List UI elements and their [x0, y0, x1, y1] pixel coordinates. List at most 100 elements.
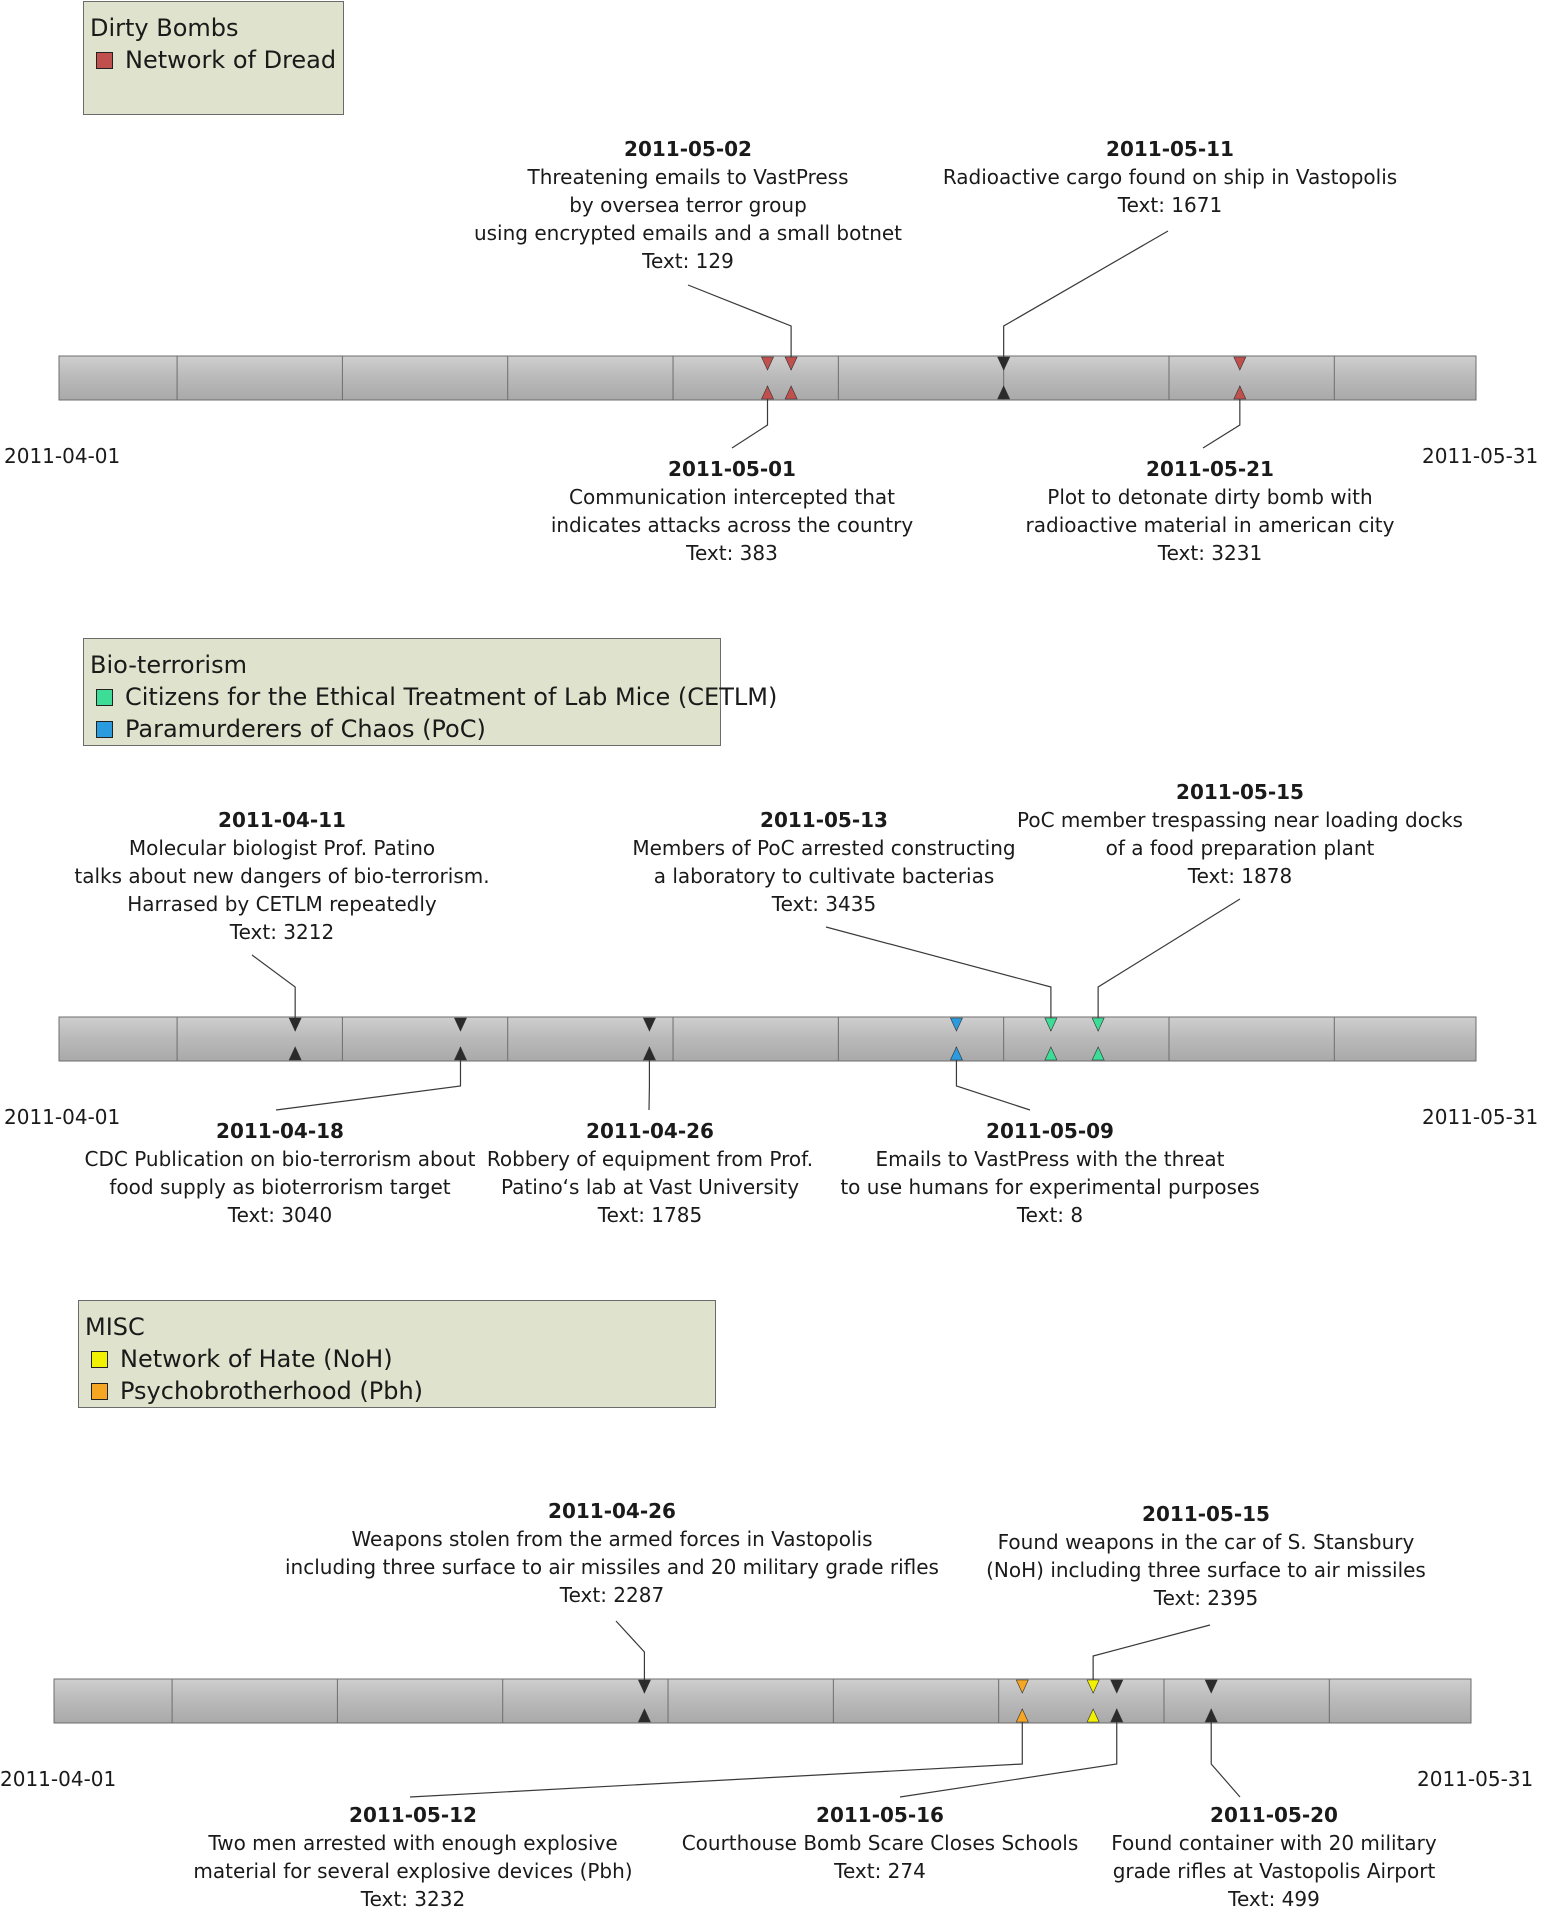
- event-text: grade rifles at Vastopolis Airport: [1112, 1859, 1436, 1883]
- event-text: a laboratory to cultivate bacterias: [653, 864, 995, 888]
- legend-swatch: [91, 1382, 108, 1400]
- event-text: radioactive material in american city: [1025, 513, 1395, 537]
- callout-connector: [687, 284, 792, 370]
- legend-item-poc: Paramurderers of Chaos (PoC): [90, 713, 714, 745]
- legend-dirty-bombs: Dirty Bombs Network of Dread: [83, 1, 344, 115]
- legend-item-label: Network of Hate (NoH): [120, 1345, 393, 1373]
- callout-connector: [1097, 898, 1241, 1031]
- event-text: Text: 2395: [1153, 1586, 1259, 1610]
- event-text: Emails to VastPress with the threat: [875, 1147, 1225, 1171]
- event-text: to use humans for experimental purposes: [840, 1175, 1260, 1199]
- callout-connector: [899, 1709, 1118, 1798]
- event-callout: 2011-05-12 Two men arrested with enough …: [133, 1801, 693, 1913]
- event-text: PoC member trespassing near loading dock…: [1017, 808, 1463, 832]
- legend-item-cetlm: Citizens for the Ethical Treatment of La…: [90, 681, 777, 713]
- event-text: Harrased by CETLM repeatedly: [127, 892, 437, 916]
- callout-connector: [409, 1709, 1023, 1798]
- event-marker: [1233, 356, 1247, 400]
- timeline-bar: [53, 1678, 1472, 1724]
- event-callout: 2011-04-26 Weapons stolen from the armed…: [252, 1497, 972, 1609]
- event-marker: [1110, 1679, 1124, 1723]
- legend-bio-terrorism: Bio-terrorism Citizens for the Ethical T…: [83, 638, 777, 746]
- event-text: Radioactive cargo found on ship in Vasto…: [942, 165, 1398, 189]
- event-marker: [997, 356, 1011, 400]
- event-callout: 2011-05-21 Plot to detonate dirty bomb w…: [930, 455, 1490, 567]
- event-text: Text: 1878: [1187, 864, 1293, 888]
- event-callout: 2011-05-09 Emails to VastPress with the …: [770, 1117, 1330, 1229]
- event-text: Found container with 20 military: [1111, 1831, 1437, 1855]
- legend-item-label: Network of Dread: [125, 46, 337, 74]
- legend-swatch: [96, 688, 113, 706]
- event-callout: 2011-05-11 Radioactive cargo found on sh…: [890, 135, 1450, 219]
- event-callout: 2011-05-15 PoC member trespassing near l…: [960, 778, 1520, 890]
- timeline-end-label: 2011-05-31: [1422, 1105, 1539, 1129]
- legend-item-pbh: Psychobrotherhood (Pbh): [85, 1375, 709, 1407]
- event-text: Text: 274: [834, 1859, 926, 1883]
- event-text: Text: 499: [1228, 1887, 1320, 1911]
- legend-swatch: [96, 51, 113, 69]
- event-date: 2011-05-13: [760, 808, 888, 832]
- event-date: 2011-05-02: [624, 137, 752, 161]
- event-callout: 2011-05-16 Courthouse Bomb Scare Closes …: [600, 1801, 1160, 1885]
- legend-item-label: Paramurderers of Chaos (PoC): [125, 715, 486, 743]
- event-text: Text: 3231: [1157, 541, 1263, 565]
- event-text: Weapons stolen from the armed forces in …: [351, 1527, 873, 1551]
- event-text: including three surface to air missiles …: [285, 1555, 939, 1579]
- event-date: 2011-04-26: [548, 1499, 676, 1523]
- timeline-start-label: 2011-04-01: [4, 444, 121, 468]
- timeline-start-label: 2011-04-01: [4, 1105, 121, 1129]
- event-callout: 2011-05-20 Found container with 20 milit…: [994, 1801, 1554, 1913]
- legend-swatch: [91, 1350, 108, 1368]
- event-date: 2011-05-12: [349, 1803, 477, 1827]
- legend-misc: MISC Network of Hate (NoH) Psychobrother…: [78, 1300, 716, 1408]
- event-callout: 2011-05-02 Threatening emails to VastPre…: [408, 135, 968, 275]
- event-callout: 2011-05-15 Found weapons in the car of S…: [926, 1500, 1486, 1612]
- event-text: of a food preparation plant: [1105, 836, 1375, 860]
- legend-item-label: Citizens for the Ethical Treatment of La…: [125, 683, 778, 711]
- event-marker: [288, 1017, 302, 1061]
- event-marker: [637, 1679, 651, 1723]
- event-date: 2011-04-26: [586, 1119, 714, 1143]
- event-text: (NoH) including three surface to air mis…: [986, 1558, 1426, 1582]
- event-text: material for several explosive devices (…: [193, 1859, 633, 1883]
- event-text: Molecular biologist Prof. Patino: [128, 836, 436, 860]
- event-text: Text: 3232: [360, 1887, 466, 1911]
- event-text: Members of PoC arrested constructing: [632, 836, 1016, 860]
- event-date: 2011-05-20: [1210, 1803, 1338, 1827]
- event-date: 2011-05-09: [986, 1119, 1114, 1143]
- event-marker: [642, 1017, 656, 1061]
- event-marker: [1204, 1679, 1218, 1723]
- event-text: Text: 3435: [771, 892, 877, 916]
- event-marker: [949, 1017, 963, 1061]
- legend-title: Bio-terrorism: [90, 651, 247, 679]
- legend-item-label: Psychobrotherhood (Pbh): [120, 1377, 424, 1405]
- timeline-bar: [58, 1016, 1477, 1062]
- event-text: Threatening emails to VastPress: [527, 165, 849, 189]
- event-callout: 2011-04-18 CDC Publication on bio-terror…: [0, 1117, 560, 1229]
- event-text: Communication intercepted that: [569, 485, 895, 509]
- event-text: indicates attacks across the country: [550, 513, 914, 537]
- event-text: Text: 129: [642, 249, 734, 273]
- legend-title: MISC: [85, 1313, 145, 1341]
- event-marker: [1091, 1017, 1105, 1061]
- callout-connector: [615, 1620, 646, 1693]
- legend-item-noh: Network of Hate (NoH): [85, 1343, 709, 1375]
- event-date: 2011-05-21: [1146, 457, 1274, 481]
- event-marker: [1015, 1679, 1029, 1723]
- event-text: Patino‘s lab at Vast University: [500, 1175, 800, 1199]
- event-text: CDC Publication on bio-terrorism about: [84, 1147, 476, 1171]
- event-callout: 2011-05-13 Members of PoC arrested const…: [544, 806, 1104, 918]
- event-text: Plot to detonate dirty bomb with: [1047, 485, 1373, 509]
- legend-title: Dirty Bombs: [90, 14, 239, 42]
- event-date: 2011-05-01: [668, 457, 796, 481]
- event-date: 2011-04-11: [218, 808, 346, 832]
- timeline-end-label: 2011-05-31: [1422, 444, 1539, 468]
- event-date: 2011-05-11: [1106, 137, 1234, 161]
- event-marker: [1086, 1679, 1100, 1723]
- callout-connector: [1003, 230, 1169, 370]
- event-callout: 2011-04-26 Robbery of equipment from Pro…: [370, 1117, 930, 1229]
- event-text: Found weapons in the car of S. Stansbury: [997, 1530, 1415, 1554]
- event-callout: 2011-04-11 Molecular biologist Prof. Pat…: [2, 806, 562, 946]
- event-date: 2011-05-15: [1176, 780, 1304, 804]
